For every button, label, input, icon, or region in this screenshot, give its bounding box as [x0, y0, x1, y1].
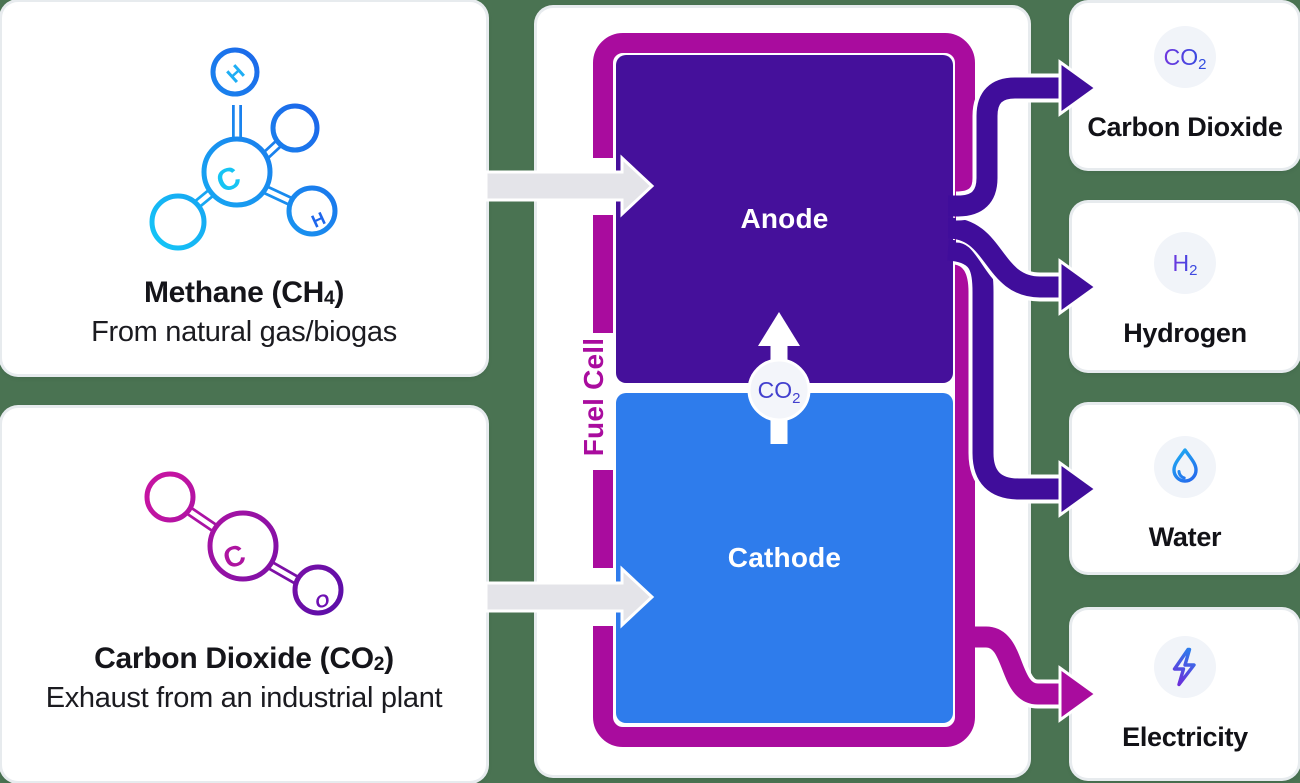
- border-gap-top: [589, 158, 617, 215]
- fuel-cell-label: Fuel Cell: [578, 337, 609, 457]
- electricity-output-card: Electricity: [1072, 610, 1298, 778]
- lightning-icon: [1154, 636, 1216, 698]
- electricity-output-label: Electricity: [1122, 722, 1248, 752]
- atom-label-o: O: [313, 590, 331, 612]
- co2-atoms: [144, 471, 344, 616]
- co2-input-subtitle: Exhaust from an industrial plant: [45, 682, 443, 714]
- fuel-cell-panel: Anode Cathode Fuel Cell: [537, 8, 1028, 775]
- co2-input-title: Carbon Dioxide (CO2): [94, 642, 394, 675]
- svg-text:H2: H2: [1173, 250, 1198, 279]
- svg-text:CO2: CO2: [1164, 44, 1207, 73]
- border-gap-label: [589, 333, 617, 470]
- co2-badge-icon: CO2: [1154, 26, 1216, 88]
- carbon-dioxide-output-label: Carbon Dioxide: [1087, 112, 1283, 142]
- hydrogen-output-label: Hydrogen: [1123, 318, 1247, 348]
- anode-label: Anode: [740, 203, 829, 234]
- co2-bonds: [185, 505, 301, 586]
- cathode-label: Cathode: [727, 542, 842, 573]
- methane-bonds: [191, 105, 297, 210]
- methane-subtitle: From natural gas/biogas: [91, 316, 397, 348]
- cathode-box: Cathode: [616, 393, 953, 723]
- methane-input-card: H C H Methane (CH4) From natural gas/bio…: [2, 2, 486, 374]
- methane-atoms: [149, 47, 338, 251]
- carbon-dioxide-input-card: C O Carbon Dioxide (CO2) Exhaust from an…: [2, 408, 486, 781]
- border-gap-bottom: [589, 568, 617, 626]
- water-output-card: Water: [1072, 405, 1298, 572]
- methane-molecule-icon: H C H: [149, 47, 338, 251]
- hydrogen-output-card: H2 Hydrogen: [1072, 203, 1298, 370]
- methane-title: Methane (CH4): [143, 276, 345, 309]
- h2-badge-icon: H2: [1154, 232, 1216, 294]
- carbon-dioxide-output-card: CO2 Carbon Dioxide: [1072, 3, 1298, 168]
- water-output-label: Water: [1148, 522, 1222, 552]
- water-drop-icon: [1154, 436, 1216, 498]
- anode-box: Anode: [616, 55, 953, 383]
- co2-molecule-icon: C O: [144, 471, 344, 616]
